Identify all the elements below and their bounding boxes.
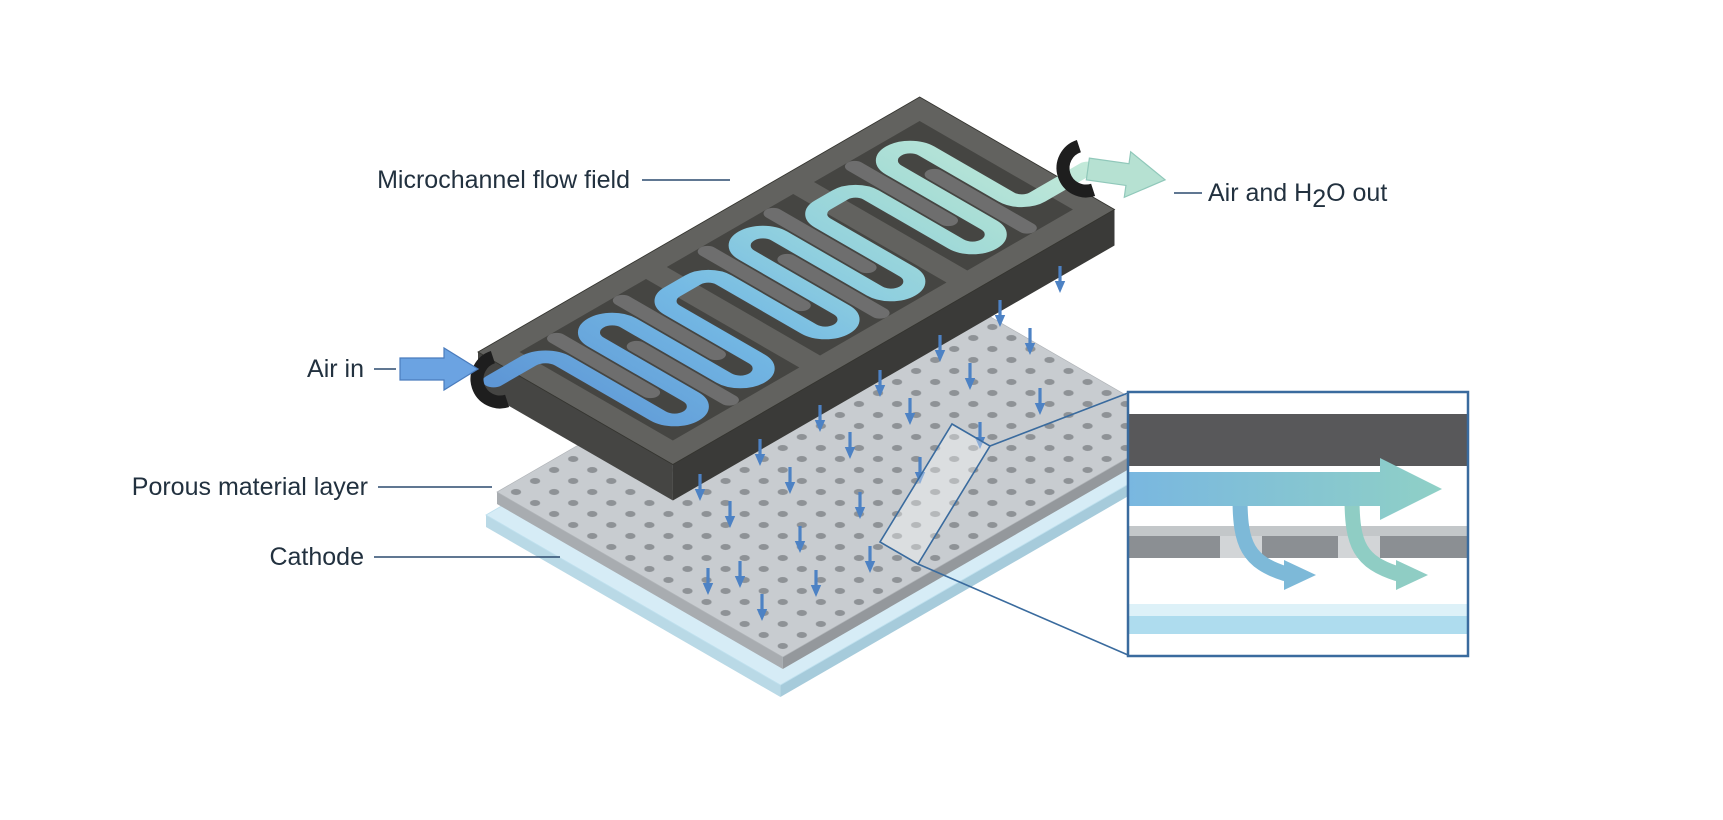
inset-border: [1126, 390, 1470, 658]
rib-fingers: [547, 160, 1037, 406]
zoom-connector-top: [989, 392, 1129, 447]
label-cathode: Cathode: [269, 543, 364, 571]
inset-porous-block-2: [1262, 536, 1338, 558]
inset-channel-floor: [1129, 526, 1467, 536]
inset-porous-block-1: [1129, 536, 1220, 558]
inset-cathode: [1129, 616, 1467, 634]
zoom-callout: [878, 392, 1129, 656]
inlet-collar: [470, 350, 510, 409]
inset-cross-section: [1126, 390, 1470, 658]
air-in-arrow: [399, 346, 480, 392]
outlet-collar: [1056, 139, 1096, 198]
porous-material-layer: [496, 261, 1182, 669]
labels: Microchannel flow field Air in Porous ma…: [132, 166, 1388, 571]
serpentine-channel: [482, 140, 1099, 427]
zoom-connector-bottom: [917, 563, 1129, 656]
inset-channel-wall: [1129, 414, 1467, 466]
microchannel-flow-field-plate: [399, 96, 1167, 501]
air-out-arrow: [1085, 150, 1167, 199]
label-air-in: Air in: [307, 355, 364, 383]
plate-side-front: [672, 209, 1115, 501]
inset-branch-arrows: [1232, 497, 1428, 590]
inset-porous-block-3: [1380, 536, 1467, 558]
plate-side-left: [478, 352, 673, 501]
label-microchannel-flow-field: Microchannel flow field: [377, 166, 630, 194]
label-porous-material-layer: Porous material layer: [132, 473, 368, 501]
inset-main-flow-arrow: [1129, 458, 1442, 520]
label-air-out: Air and H2O out: [1208, 179, 1387, 213]
inset-cathode-top: [1129, 604, 1467, 616]
